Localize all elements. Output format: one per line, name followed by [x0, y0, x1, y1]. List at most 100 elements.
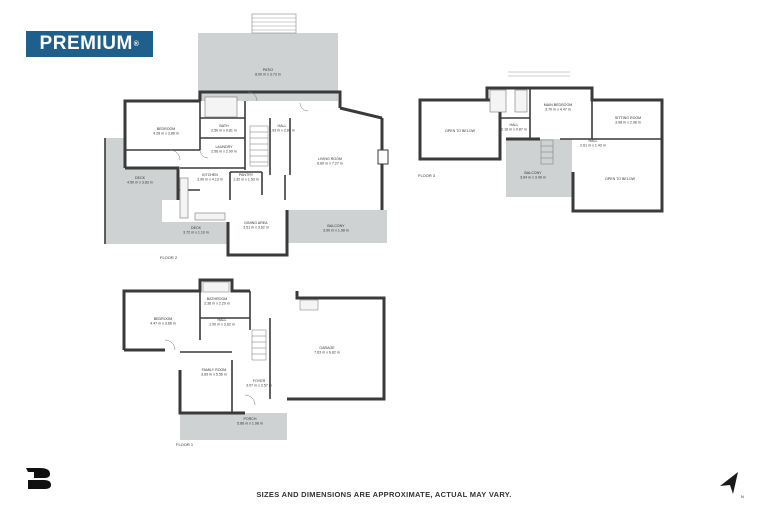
disclaimer-text: SIZES AND DIMENSIONS ARE APPROXIMATE, AC…	[256, 490, 512, 499]
balcony-f3-area	[506, 139, 572, 197]
room-name: HALL	[278, 124, 287, 128]
trademark-symbol: ®	[133, 40, 140, 48]
room-dims: 5.86 m x 1.98 m	[237, 422, 263, 426]
room-dims: 3.72 m x 1.10 m	[183, 231, 209, 235]
porch-area	[180, 413, 287, 440]
floor-3-label: FLOOR 3	[418, 173, 436, 178]
patio-stairs	[251, 13, 297, 34]
room-name: FOYER	[253, 379, 266, 383]
room-name: PANTRY	[239, 173, 254, 177]
floor-1-label: FLOOR 1	[176, 442, 194, 447]
north-arrow-icon: N	[720, 472, 744, 499]
room-dims: 4.50 m x 3.83 m	[127, 181, 153, 185]
room-dims: 4.47 m x 3.66 m	[150, 322, 176, 326]
room-dims: 1.90 m x 3.62 m	[209, 323, 235, 327]
room-name: BALCONY	[327, 224, 345, 228]
room-dims: 7.63 m x 6.82 m	[314, 351, 340, 355]
room-label-open-below-right: OPEN TO BELOW	[605, 177, 636, 181]
room-name: KITCHEN	[202, 173, 218, 177]
floor-2-label: FLOOR 2	[160, 255, 178, 260]
room-dims: 3.64 m x 3.49 m	[520, 176, 546, 180]
room-dims: 2.56 m x 0.81 m	[211, 129, 237, 133]
room-name: DECK	[135, 176, 146, 180]
room-name: LIVING ROOM	[318, 157, 342, 161]
open-below-left	[420, 100, 500, 159]
room-dims: 2.56 m x 2.09 m	[211, 150, 237, 154]
premium-logo: PREMIUM®	[26, 31, 153, 57]
floor-1-interior	[124, 280, 384, 413]
room-label-open-below-left: OPEN TO BELOW	[445, 129, 476, 133]
deck-left-area	[105, 138, 178, 244]
room-name: HALL	[589, 139, 598, 143]
room-dims: 2.61 m x 1.43 m	[580, 144, 606, 148]
room-name: BEDROOM	[157, 127, 176, 131]
room-dims: 3.98 m x 2.98 m	[615, 121, 641, 125]
room-name: BEDROOM	[154, 317, 173, 321]
room-name: BATHROOM	[207, 297, 228, 301]
room-name: FAMILY ROOM	[202, 368, 227, 372]
room-dims: 2.38 m x 2.29 m	[204, 302, 230, 306]
patio-area	[198, 33, 338, 101]
room-name: LAUNDRY	[215, 145, 233, 149]
room-dims: 2.16 m x 0.87 m	[501, 128, 527, 132]
room-dims: 1.93 m x 2.87 m	[269, 129, 295, 133]
room-name: MAIN BEDROOM	[544, 103, 573, 107]
room-dims: 3.51 m x 3.62 m	[243, 226, 269, 230]
logo-text: PREMIUM	[39, 33, 133, 54]
floor-2-interior	[125, 101, 382, 222]
room-dims: 1.32 m x 1.53 m	[233, 178, 259, 182]
room-dims: 4.28 m x 3.86 m	[153, 132, 179, 136]
room-name: OPEN TO BELOW	[445, 129, 476, 133]
dining-bay	[228, 200, 287, 255]
fireplace	[377, 149, 389, 165]
room-name: DINING AREA	[244, 221, 268, 225]
room-name: HALL	[510, 123, 519, 127]
room-name: SITTING ROOM	[615, 116, 641, 120]
room-name: BALCONY	[524, 171, 542, 175]
svg-text:N: N	[741, 494, 744, 499]
room-dims: 3.07 m x 2.57 m	[246, 384, 272, 388]
room-dims: 3.69 m x 5.56 m	[201, 373, 227, 377]
room-name: PATIO	[263, 68, 273, 72]
room-dims: 3.70 m x 4.47 m	[545, 108, 571, 112]
room-name: OPEN TO BELOW	[605, 177, 636, 181]
deck-bottom-area	[162, 222, 228, 244]
room-name: BATH	[219, 124, 229, 128]
open-below-right	[573, 139, 662, 211]
balcony-area	[287, 210, 387, 243]
room-dims: 3.90 m x 1.98 m	[323, 229, 349, 233]
room-dims: 8.00 m x 3.73 m	[255, 73, 281, 77]
room-name: GARAGE	[319, 346, 335, 350]
brand-logo-icon	[26, 468, 51, 489]
room-name: HALL	[218, 318, 227, 322]
room-dims: 3.90 m x 4.13 m	[197, 178, 223, 182]
